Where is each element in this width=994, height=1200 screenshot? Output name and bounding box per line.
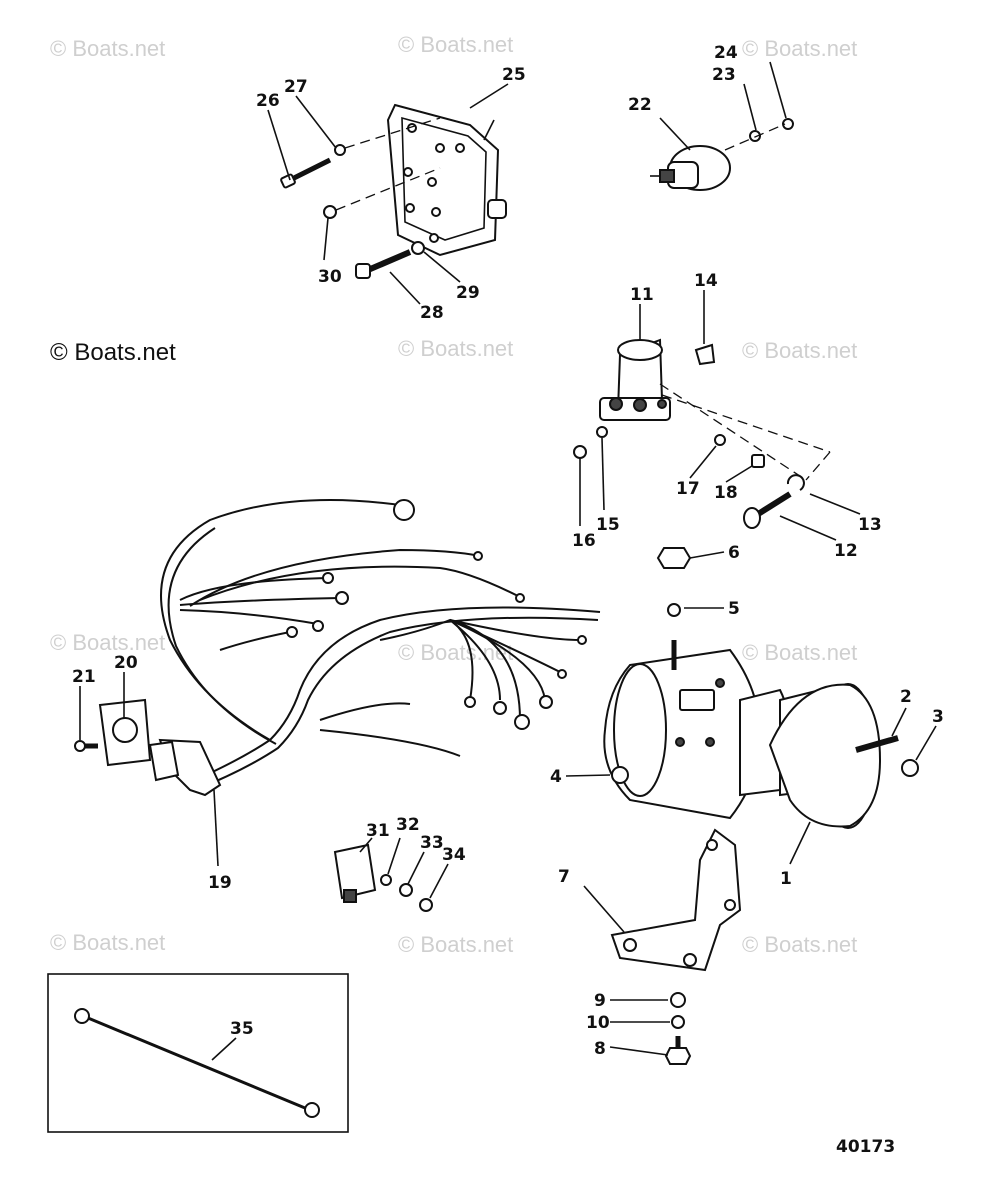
part-5-washer bbox=[667, 603, 681, 617]
part-label: 32 bbox=[396, 815, 420, 835]
part-16-nut bbox=[573, 445, 587, 459]
part-label: 20 bbox=[114, 653, 138, 673]
part-label: 3 bbox=[932, 707, 944, 727]
part-24-nut bbox=[782, 118, 794, 130]
part-label: 19 bbox=[208, 873, 232, 893]
part-label: 6 bbox=[728, 543, 740, 563]
part-label: 1 bbox=[780, 869, 792, 889]
part-8-bolt bbox=[664, 1036, 692, 1065]
part-label: 26 bbox=[256, 91, 280, 111]
part-label: 7 bbox=[558, 867, 570, 887]
part-25-plate bbox=[386, 103, 507, 257]
figure-number: 40173 bbox=[836, 1137, 895, 1157]
part-label: 14 bbox=[694, 271, 718, 291]
watermark: © Boats.net bbox=[398, 932, 513, 957]
part-label: 4 bbox=[550, 767, 562, 787]
part-12-screw bbox=[743, 491, 792, 529]
watermark: © Boats.net bbox=[50, 339, 176, 366]
watermark: © Boats.net bbox=[398, 336, 513, 361]
part-27-washer bbox=[334, 144, 346, 156]
watermark: © Boats.net bbox=[742, 932, 857, 957]
part-1-starter-motor bbox=[603, 640, 882, 829]
part-label: 13 bbox=[858, 515, 882, 535]
part-3-nut bbox=[901, 759, 919, 777]
part-26-bolt bbox=[280, 157, 332, 189]
part-label: 35 bbox=[230, 1019, 254, 1039]
part-label: 15 bbox=[596, 515, 620, 535]
part-28-bolt bbox=[355, 249, 412, 279]
part-label: 24 bbox=[714, 43, 738, 63]
part-label: 28 bbox=[420, 303, 444, 323]
part-label: 10 bbox=[586, 1013, 610, 1033]
part-label: 16 bbox=[572, 531, 596, 551]
watermarks: © Boats.net © Boats.net © Boats.net © Bo… bbox=[50, 32, 857, 957]
part-label: 29 bbox=[456, 283, 480, 303]
inset-box bbox=[47, 973, 349, 1133]
part-label: 9 bbox=[594, 991, 606, 1011]
part-label: 18 bbox=[714, 483, 738, 503]
part-32-washer bbox=[380, 874, 392, 886]
part-2-stud bbox=[855, 735, 899, 753]
part-7-bracket bbox=[610, 828, 742, 972]
watermark: © Boats.net bbox=[50, 36, 165, 61]
part-label: 27 bbox=[284, 77, 308, 97]
watermark: © Boats.net bbox=[398, 32, 513, 57]
part-35-cable bbox=[74, 1008, 320, 1118]
part-30-nut bbox=[323, 205, 337, 219]
part-6-nut bbox=[656, 547, 692, 569]
part-4-nut bbox=[611, 766, 629, 784]
part-label: 8 bbox=[594, 1039, 606, 1059]
part-23-washer bbox=[749, 130, 761, 142]
watermark: © Boats.net bbox=[50, 630, 165, 655]
part-label: 11 bbox=[630, 285, 654, 305]
watermark: © Boats.net bbox=[742, 338, 857, 363]
part-11-solenoid bbox=[599, 338, 671, 421]
part-19-wiring-harness bbox=[148, 499, 601, 797]
part-label: 12 bbox=[834, 541, 858, 561]
part-label: 17 bbox=[676, 479, 700, 499]
part-31-bracket bbox=[333, 843, 377, 903]
part-label: 23 bbox=[712, 65, 736, 85]
part-20-bracket bbox=[98, 698, 152, 767]
part-label: 2 bbox=[900, 687, 912, 707]
part-label: 31 bbox=[366, 821, 390, 841]
leader-lines bbox=[79, 61, 937, 1061]
part-17-washer bbox=[714, 434, 726, 446]
part-label: 22 bbox=[628, 95, 652, 115]
part-label: 33 bbox=[420, 833, 444, 853]
part-label: 5 bbox=[728, 599, 740, 619]
part-label: 30 bbox=[318, 267, 342, 287]
part-9-washer bbox=[670, 992, 686, 1008]
watermark: © Boats.net bbox=[742, 640, 857, 665]
watermark: © Boats.net bbox=[50, 930, 165, 955]
watermark: © Boats.net bbox=[742, 36, 857, 61]
part-10-lockwasher bbox=[671, 1015, 685, 1029]
part-34-nut bbox=[419, 898, 433, 912]
part-15-washer bbox=[596, 426, 608, 438]
part-labels: 26 27 25 30 28 29 22 23 24 11 14 15 16 1… bbox=[72, 43, 944, 1157]
part-label: 25 bbox=[502, 65, 526, 85]
part-22-sender bbox=[650, 145, 731, 191]
part-18-nut bbox=[751, 454, 765, 468]
part-29-washer bbox=[411, 241, 425, 255]
part-14-boot bbox=[694, 343, 716, 366]
part-label: 21 bbox=[72, 667, 96, 687]
part-33-lockwasher bbox=[399, 883, 413, 897]
part-21-screw bbox=[74, 740, 98, 752]
part-label: 34 bbox=[442, 845, 466, 865]
